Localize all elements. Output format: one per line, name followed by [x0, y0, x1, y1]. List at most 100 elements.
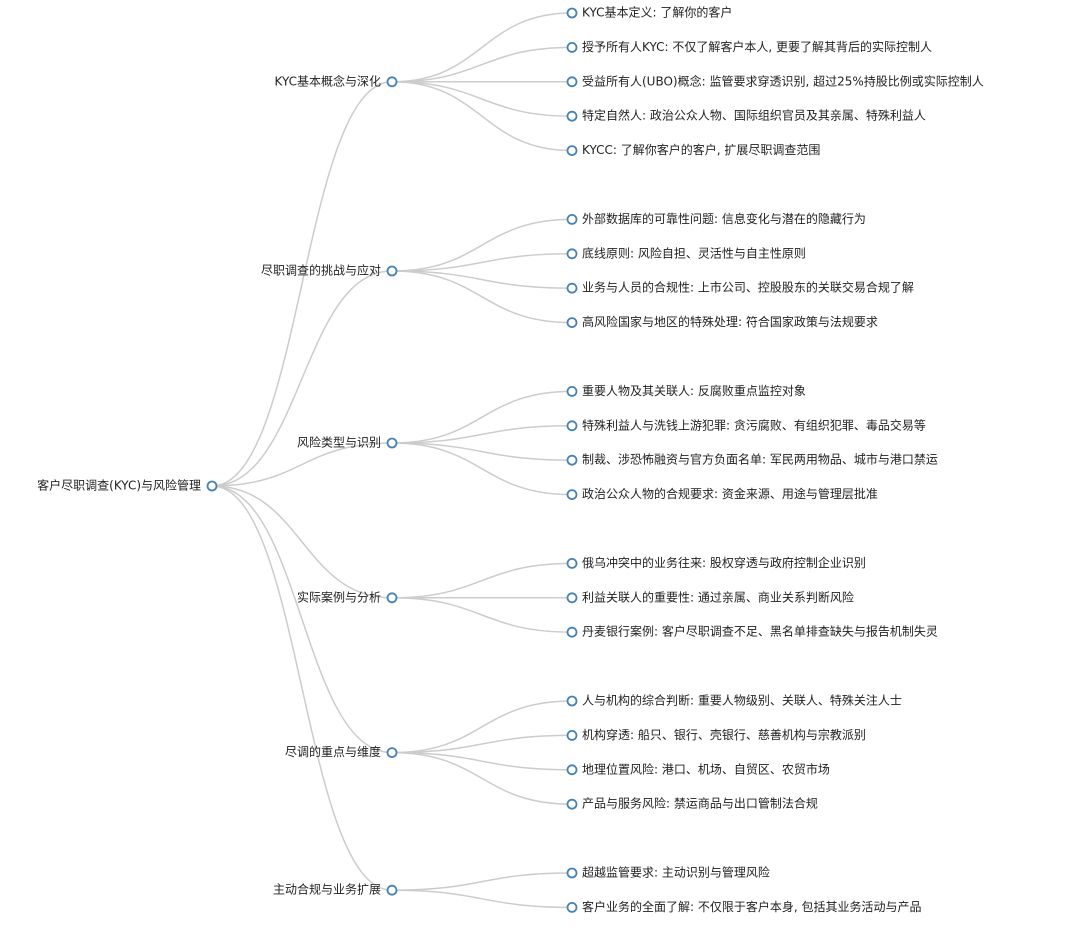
node-circle-icon[interactable] — [566, 76, 578, 88]
leaf-node-0-1[interactable]: 授予所有人KYC: 不仅了解客户本人, 更要了解其背后的实际控制人 — [566, 39, 932, 54]
leaf-node-0-2[interactable]: 受益所有人(UBO)概念: 监管要求穿透识别, 超过25%持股比例或实际控制人 — [566, 73, 984, 88]
node-label: 授予所有人KYC: 不仅了解客户本人, 更要了解其背后的实际控制人 — [582, 39, 932, 54]
branch-node-4[interactable]: 尽调的重点与维度 — [285, 744, 398, 759]
link-branch-2-to-leaf-3 — [391, 442, 573, 496]
node-label: KYCC: 了解你客户的客户, 扩展尽职调查范围 — [582, 142, 820, 157]
link-branch-5-to-leaf-1 — [391, 889, 573, 909]
link-branch-3-to-leaf-2 — [391, 597, 573, 633]
leaf-node-3-0[interactable]: 俄乌冲突中的业务往来: 股权穿透与政府控制企业识别 — [566, 555, 866, 570]
link-root-to-branch-1 — [211, 270, 393, 487]
node-circle-icon[interactable] — [566, 558, 578, 569]
link-branch-0-to-leaf-0 — [391, 12, 573, 83]
node-circle-icon[interactable] — [566, 592, 578, 604]
link-branch-1-to-leaf-0 — [391, 218, 573, 272]
branch-node-1[interactable]: 尽职调查的挑战与应对 — [261, 263, 398, 278]
leaf-node-3-2[interactable]: 丹麦银行案例: 客户尽职调查不足、黑名单排查缺失与报告机制失灵 — [566, 624, 938, 639]
node-circle-icon[interactable] — [566, 798, 578, 810]
node-label: 风险类型与识别 — [297, 435, 381, 450]
link-root-to-branch-2 — [211, 442, 393, 487]
branch-node-5[interactable]: 主动合规与业务扩展 — [273, 882, 398, 897]
link-branch-4-to-leaf-1 — [391, 734, 573, 754]
link-branch-2-to-leaf-1 — [391, 425, 573, 444]
node-label: 特殊利益人与洗钱上游犯罪: 贪污腐败、有组织犯罪、毒品交易等 — [582, 417, 926, 432]
node-circle-icon[interactable] — [566, 902, 578, 913]
leaf-node-2-2[interactable]: 制裁、涉恐怖融资与官方负面名单: 军民两用物品、城市与港口禁运 — [566, 452, 938, 467]
link-branch-2-to-leaf-0 — [391, 390, 573, 444]
node-label: 主动合规与业务扩展 — [273, 882, 381, 897]
leaf-node-0-4[interactable]: KYCC: 了解你客户的客户, 扩展尽职调查范围 — [566, 142, 821, 157]
node-label: 业务与人员的合规性: 上市公司、控股股东的关联交易合规了解 — [582, 280, 914, 295]
node-label: 外部数据库的可靠性问题: 信息变化与潜在的隐藏行为 — [582, 211, 866, 226]
node-label: 政治公众人物的合规要求: 资金来源、用途与管理层批准 — [582, 486, 878, 501]
node-label: 产品与服务风险: 禁运商品与出口管制法合规 — [582, 796, 818, 811]
leaf-node-4-1[interactable]: 机构穿透: 船只、银行、壳银行、慈善机构与宗教派别 — [566, 727, 866, 742]
node-circle-icon[interactable] — [566, 110, 578, 122]
leaf-node-1-2[interactable]: 业务与人员的合规性: 上市公司、控股股东的关联交易合规了解 — [566, 280, 914, 295]
node-circle-icon[interactable] — [386, 747, 398, 758]
leaf-node-1-0[interactable]: 外部数据库的可靠性问题: 信息变化与潜在的隐藏行为 — [566, 211, 866, 226]
branch-node-2[interactable]: 风险类型与识别 — [297, 435, 398, 450]
leaf-node-1-1[interactable]: 底线原则: 风险自担、灵活性与自主性原则 — [566, 245, 806, 260]
link-root-to-branch-3 — [211, 485, 393, 599]
branch-node-3[interactable]: 实际案例与分析 — [297, 589, 398, 604]
leaf-node-3-1[interactable]: 利益关联人的重要性: 通过亲属、商业关系判断风险 — [566, 589, 854, 604]
leaf-node-2-1[interactable]: 特殊利益人与洗钱上游犯罪: 贪污腐败、有组织犯罪、毒品交易等 — [566, 417, 926, 432]
node-circle-icon[interactable] — [566, 420, 578, 432]
node-circle-icon[interactable] — [206, 480, 218, 492]
node-label: 机构穿透: 船只、银行、壳银行、慈善机构与宗教派别 — [582, 727, 866, 742]
node-label: 超越监管要求: 主动识别与管理风险 — [582, 865, 770, 880]
node-label: 人与机构的综合判断: 重要人物级别、关联人、特殊关注人士 — [582, 693, 902, 708]
link-branch-0-to-leaf-4 — [391, 81, 573, 152]
node-circle-icon[interactable] — [566, 730, 578, 741]
node-label: 制裁、涉恐怖融资与官方负面名单: 军民两用物品、城市与港口禁运 — [582, 452, 938, 467]
link-branch-5-to-leaf-0 — [391, 872, 573, 891]
node-circle-icon[interactable] — [566, 385, 578, 397]
link-branch-0-to-leaf-1 — [391, 46, 573, 83]
node-circle-icon[interactable] — [566, 764, 578, 776]
node-circle-icon[interactable] — [566, 248, 578, 260]
mindmap-nodes: 客户尽职调查(KYC)与风险管理 KYC基本概念与深化 KYC基本定义: 了解你的客… — [37, 5, 984, 914]
node-circle-icon[interactable] — [566, 42, 578, 53]
root-node[interactable]: 客户尽职调查(KYC)与风险管理 — [37, 478, 218, 493]
mindmap-links — [211, 12, 573, 909]
leaf-node-2-3[interactable]: 政治公众人物的合规要求: 资金来源、用途与管理层批准 — [566, 486, 878, 501]
link-root-to-branch-5 — [211, 485, 393, 891]
node-label: KYC基本概念与深化 — [275, 73, 382, 88]
node-label: 特定自然人: 政治公众人物、国际组织官员及其亲属、特殊利益人 — [582, 108, 926, 123]
leaf-node-2-0[interactable]: 重要人物及其关联人: 反腐败重点监控对象 — [566, 383, 806, 398]
leaf-node-0-0[interactable]: KYC基本定义: 了解你的客户 — [566, 5, 733, 20]
node-circle-icon[interactable] — [566, 626, 578, 638]
leaf-node-1-3[interactable]: 高风险国家与地区的特殊处理: 符合国家政策与法规要求 — [566, 314, 878, 329]
node-circle-icon[interactable] — [566, 7, 578, 19]
link-branch-2-to-leaf-2 — [391, 442, 573, 461]
node-circle-icon[interactable] — [566, 695, 578, 707]
leaf-node-5-0[interactable]: 超越监管要求: 主动识别与管理风险 — [566, 865, 770, 880]
node-label: 高风险国家与地区的特殊处理: 符合国家政策与法规要求 — [582, 314, 878, 329]
node-circle-icon[interactable] — [566, 145, 578, 157]
node-circle-icon[interactable] — [566, 213, 578, 225]
node-label: 受益所有人(UBO)概念: 监管要求穿透识别, 超过25%持股比例或实际控制人 — [582, 73, 984, 88]
node-label: 尽调的重点与维度 — [285, 744, 381, 759]
node-circle-icon[interactable] — [386, 884, 398, 896]
node-circle-icon[interactable] — [386, 592, 398, 604]
link-root-to-branch-4 — [211, 485, 393, 754]
node-label: 客户尽职调查(KYC)与风险管理 — [37, 478, 201, 493]
node-circle-icon[interactable] — [386, 265, 398, 277]
node-label: KYC基本定义: 了解你的客户 — [582, 5, 732, 20]
node-circle-icon[interactable] — [566, 282, 578, 294]
link-branch-0-to-leaf-3 — [391, 81, 573, 117]
node-circle-icon[interactable] — [386, 437, 398, 449]
leaf-node-4-3[interactable]: 产品与服务风险: 禁运商品与出口管制法合规 — [566, 796, 818, 811]
leaf-node-4-2[interactable]: 地理位置风险: 港口、机场、自贸区、农贸市场 — [566, 761, 830, 776]
node-label: 利益关联人的重要性: 通过亲属、商业关系判断风险 — [582, 589, 854, 604]
leaf-node-4-0[interactable]: 人与机构的综合判断: 重要人物级别、关联人、特殊关注人士 — [566, 693, 902, 708]
node-circle-icon[interactable] — [566, 867, 578, 879]
node-circle-icon[interactable] — [566, 489, 578, 501]
branch-node-0[interactable]: KYC基本概念与深化 — [275, 73, 398, 88]
leaf-node-5-1[interactable]: 客户业务的全面了解: 不仅限于客户本身, 包括其业务活动与产品 — [566, 899, 922, 914]
node-circle-icon[interactable] — [566, 454, 578, 466]
node-circle-icon[interactable] — [566, 317, 578, 329]
node-label: 地理位置风险: 港口、机场、自贸区、农贸市场 — [582, 761, 830, 776]
node-circle-icon[interactable] — [386, 76, 398, 88]
leaf-node-0-3[interactable]: 特定自然人: 政治公众人物、国际组织官员及其亲属、特殊利益人 — [566, 108, 926, 123]
